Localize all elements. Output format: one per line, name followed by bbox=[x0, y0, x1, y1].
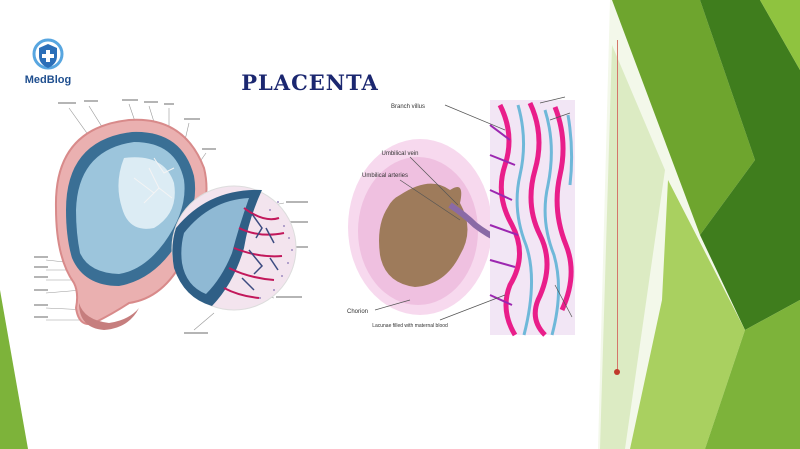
deco-dark-green-band bbox=[700, 0, 800, 330]
placental-villi bbox=[223, 207, 285, 299]
placenta-vessels bbox=[133, 157, 175, 204]
fetus-area bbox=[118, 157, 175, 229]
deco-pale-green-strip bbox=[600, 45, 665, 449]
chorionic-plate-inner bbox=[181, 198, 249, 294]
villi-dots bbox=[259, 201, 293, 299]
maternal-vessels bbox=[497, 101, 574, 337]
medical-shield-icon bbox=[32, 38, 64, 70]
deco-green-lower bbox=[705, 300, 800, 449]
page-title: PLACENTA bbox=[241, 70, 379, 95]
cervix bbox=[79, 303, 139, 330]
placenta-villi-figure: Branch villus Umbilical vein Umbilical a… bbox=[347, 96, 575, 337]
divider-dot bbox=[614, 369, 620, 375]
deco-bright-green-right bbox=[760, 0, 800, 70]
deco-light-green-mid bbox=[630, 180, 745, 449]
deco-green-upper bbox=[612, 0, 755, 235]
logo-text: MedBlog bbox=[24, 74, 72, 86]
right-leader-lines bbox=[374, 96, 573, 321]
villi-branches bbox=[489, 124, 519, 306]
placental-villi-blue bbox=[241, 213, 279, 291]
uterus-cross-section-figure bbox=[34, 99, 308, 334]
deco-green-left-edge bbox=[0, 290, 28, 449]
divider-line bbox=[617, 40, 618, 372]
medblog-logo: MedBlog bbox=[18, 38, 78, 90]
fetal-vessels bbox=[515, 104, 574, 336]
label-umbilical-vein: Umbilical vein bbox=[381, 151, 418, 157]
label-lacunae: Lacunae filled with maternal blood bbox=[372, 323, 448, 329]
label-chorion: Chorion bbox=[347, 309, 368, 315]
label-branch-villus: Branch villus bbox=[391, 104, 425, 110]
fetus bbox=[379, 183, 468, 287]
left-label-marks bbox=[34, 99, 308, 334]
label-umbilical-arteries: Umbilical arteries bbox=[362, 173, 408, 179]
